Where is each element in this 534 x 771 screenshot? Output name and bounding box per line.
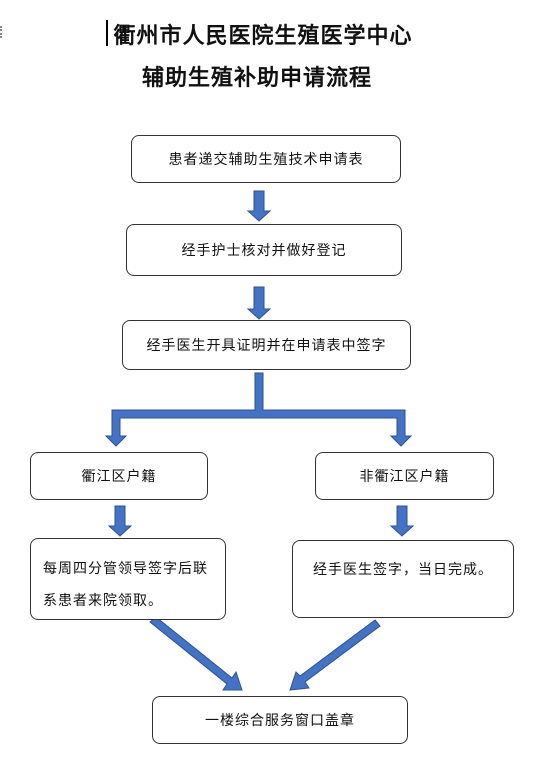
step-doctor-certificate-label: 经手医生开具证明并在申请表中签字 xyxy=(146,338,387,354)
branch-non-qujiang-residence-label: 非衢江区户籍 xyxy=(359,469,450,485)
step-submit-application-label: 患者递交辅助生殖技术申请表 xyxy=(168,152,364,168)
step-doctor-certificate: 经手医生开具证明并在申请表中签字 xyxy=(122,320,411,370)
left-outcome-label: 每周四分管领导签字后联系患者来院领取。 xyxy=(43,561,208,609)
arrow-down-left xyxy=(107,505,133,537)
step-nurse-verification-label: 经手护士核对并做好登记 xyxy=(181,243,347,259)
final-stamp-step-label: 一楼综合服务窗口盖章 xyxy=(205,713,355,729)
branch-non-qujiang-residence: 非衢江区户籍 xyxy=(315,452,494,500)
right-outcome-label: 经手医生签字，当日完成。 xyxy=(313,562,493,578)
branch-connector xyxy=(104,372,413,447)
step-nurse-verification: 经手护士核对并做好登记 xyxy=(126,224,402,276)
arrow-down-2 xyxy=(246,286,272,320)
margin-marker xyxy=(0,26,8,38)
right-outcome-box: 经手医生签字，当日完成。 xyxy=(292,540,514,618)
final-stamp-step: 一楼综合服务窗口盖章 xyxy=(152,696,408,744)
branch-qujiang-residence: 衢江区户籍 xyxy=(30,452,208,500)
branch-qujiang-residence-label: 衢江区户籍 xyxy=(81,469,157,485)
arrow-down-1 xyxy=(246,190,272,222)
arrow-diagonal-left xyxy=(149,616,243,691)
arrow-diagonal-right xyxy=(289,619,381,691)
document-title: 衢州市人民医院生殖医学中心 xyxy=(113,23,413,49)
step-submit-application: 患者递交辅助生殖技术申请表 xyxy=(131,135,401,183)
document-subtitle: 辅助生殖补助申请流程 xyxy=(141,65,372,91)
left-outcome-box: 每周四分管领导签字后联系患者来院领取。 xyxy=(30,538,226,620)
text-cursor xyxy=(106,20,108,46)
arrow-down-right xyxy=(389,505,415,537)
